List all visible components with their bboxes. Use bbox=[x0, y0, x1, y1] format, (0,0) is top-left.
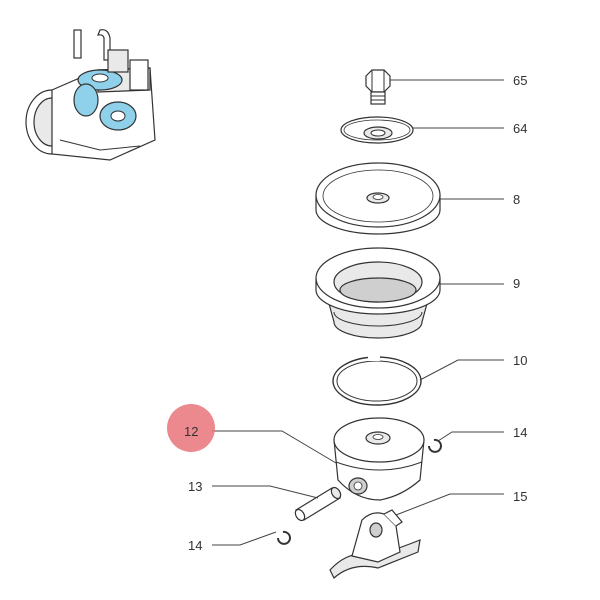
callout-14-right[interactable]: 14 bbox=[513, 425, 527, 440]
callout-13[interactable]: 13 bbox=[188, 479, 202, 494]
callout-10[interactable]: 10 bbox=[513, 353, 527, 368]
callout-9[interactable]: 9 bbox=[513, 276, 520, 291]
callout-14-left[interactable]: 14 bbox=[188, 538, 202, 553]
leader-lines bbox=[212, 79, 504, 546]
part-8-cover[interactable] bbox=[315, 162, 441, 235]
part-12-piston[interactable] bbox=[333, 417, 425, 501]
callout-8[interactable]: 8 bbox=[513, 192, 520, 207]
part-14-clip-right[interactable] bbox=[428, 438, 442, 453]
callout-64[interactable]: 64 bbox=[513, 121, 527, 136]
part-13-wrist-pin[interactable] bbox=[293, 486, 342, 522]
callout-12[interactable]: 12 bbox=[184, 424, 198, 439]
part-14-clip-left[interactable] bbox=[277, 530, 291, 545]
part-65-hex-bolt[interactable] bbox=[365, 69, 391, 105]
callout-65[interactable]: 65 bbox=[513, 73, 527, 88]
part-9-housing-ring[interactable] bbox=[315, 247, 441, 339]
selected-part-highlight[interactable] bbox=[167, 404, 215, 452]
part-64-washer[interactable] bbox=[340, 116, 414, 144]
part-10-snap-ring[interactable] bbox=[332, 355, 422, 406]
callout-15[interactable]: 15 bbox=[513, 489, 527, 504]
part-15-connecting-rod[interactable] bbox=[329, 509, 421, 579]
assembly-thumbnail[interactable] bbox=[25, 29, 156, 161]
